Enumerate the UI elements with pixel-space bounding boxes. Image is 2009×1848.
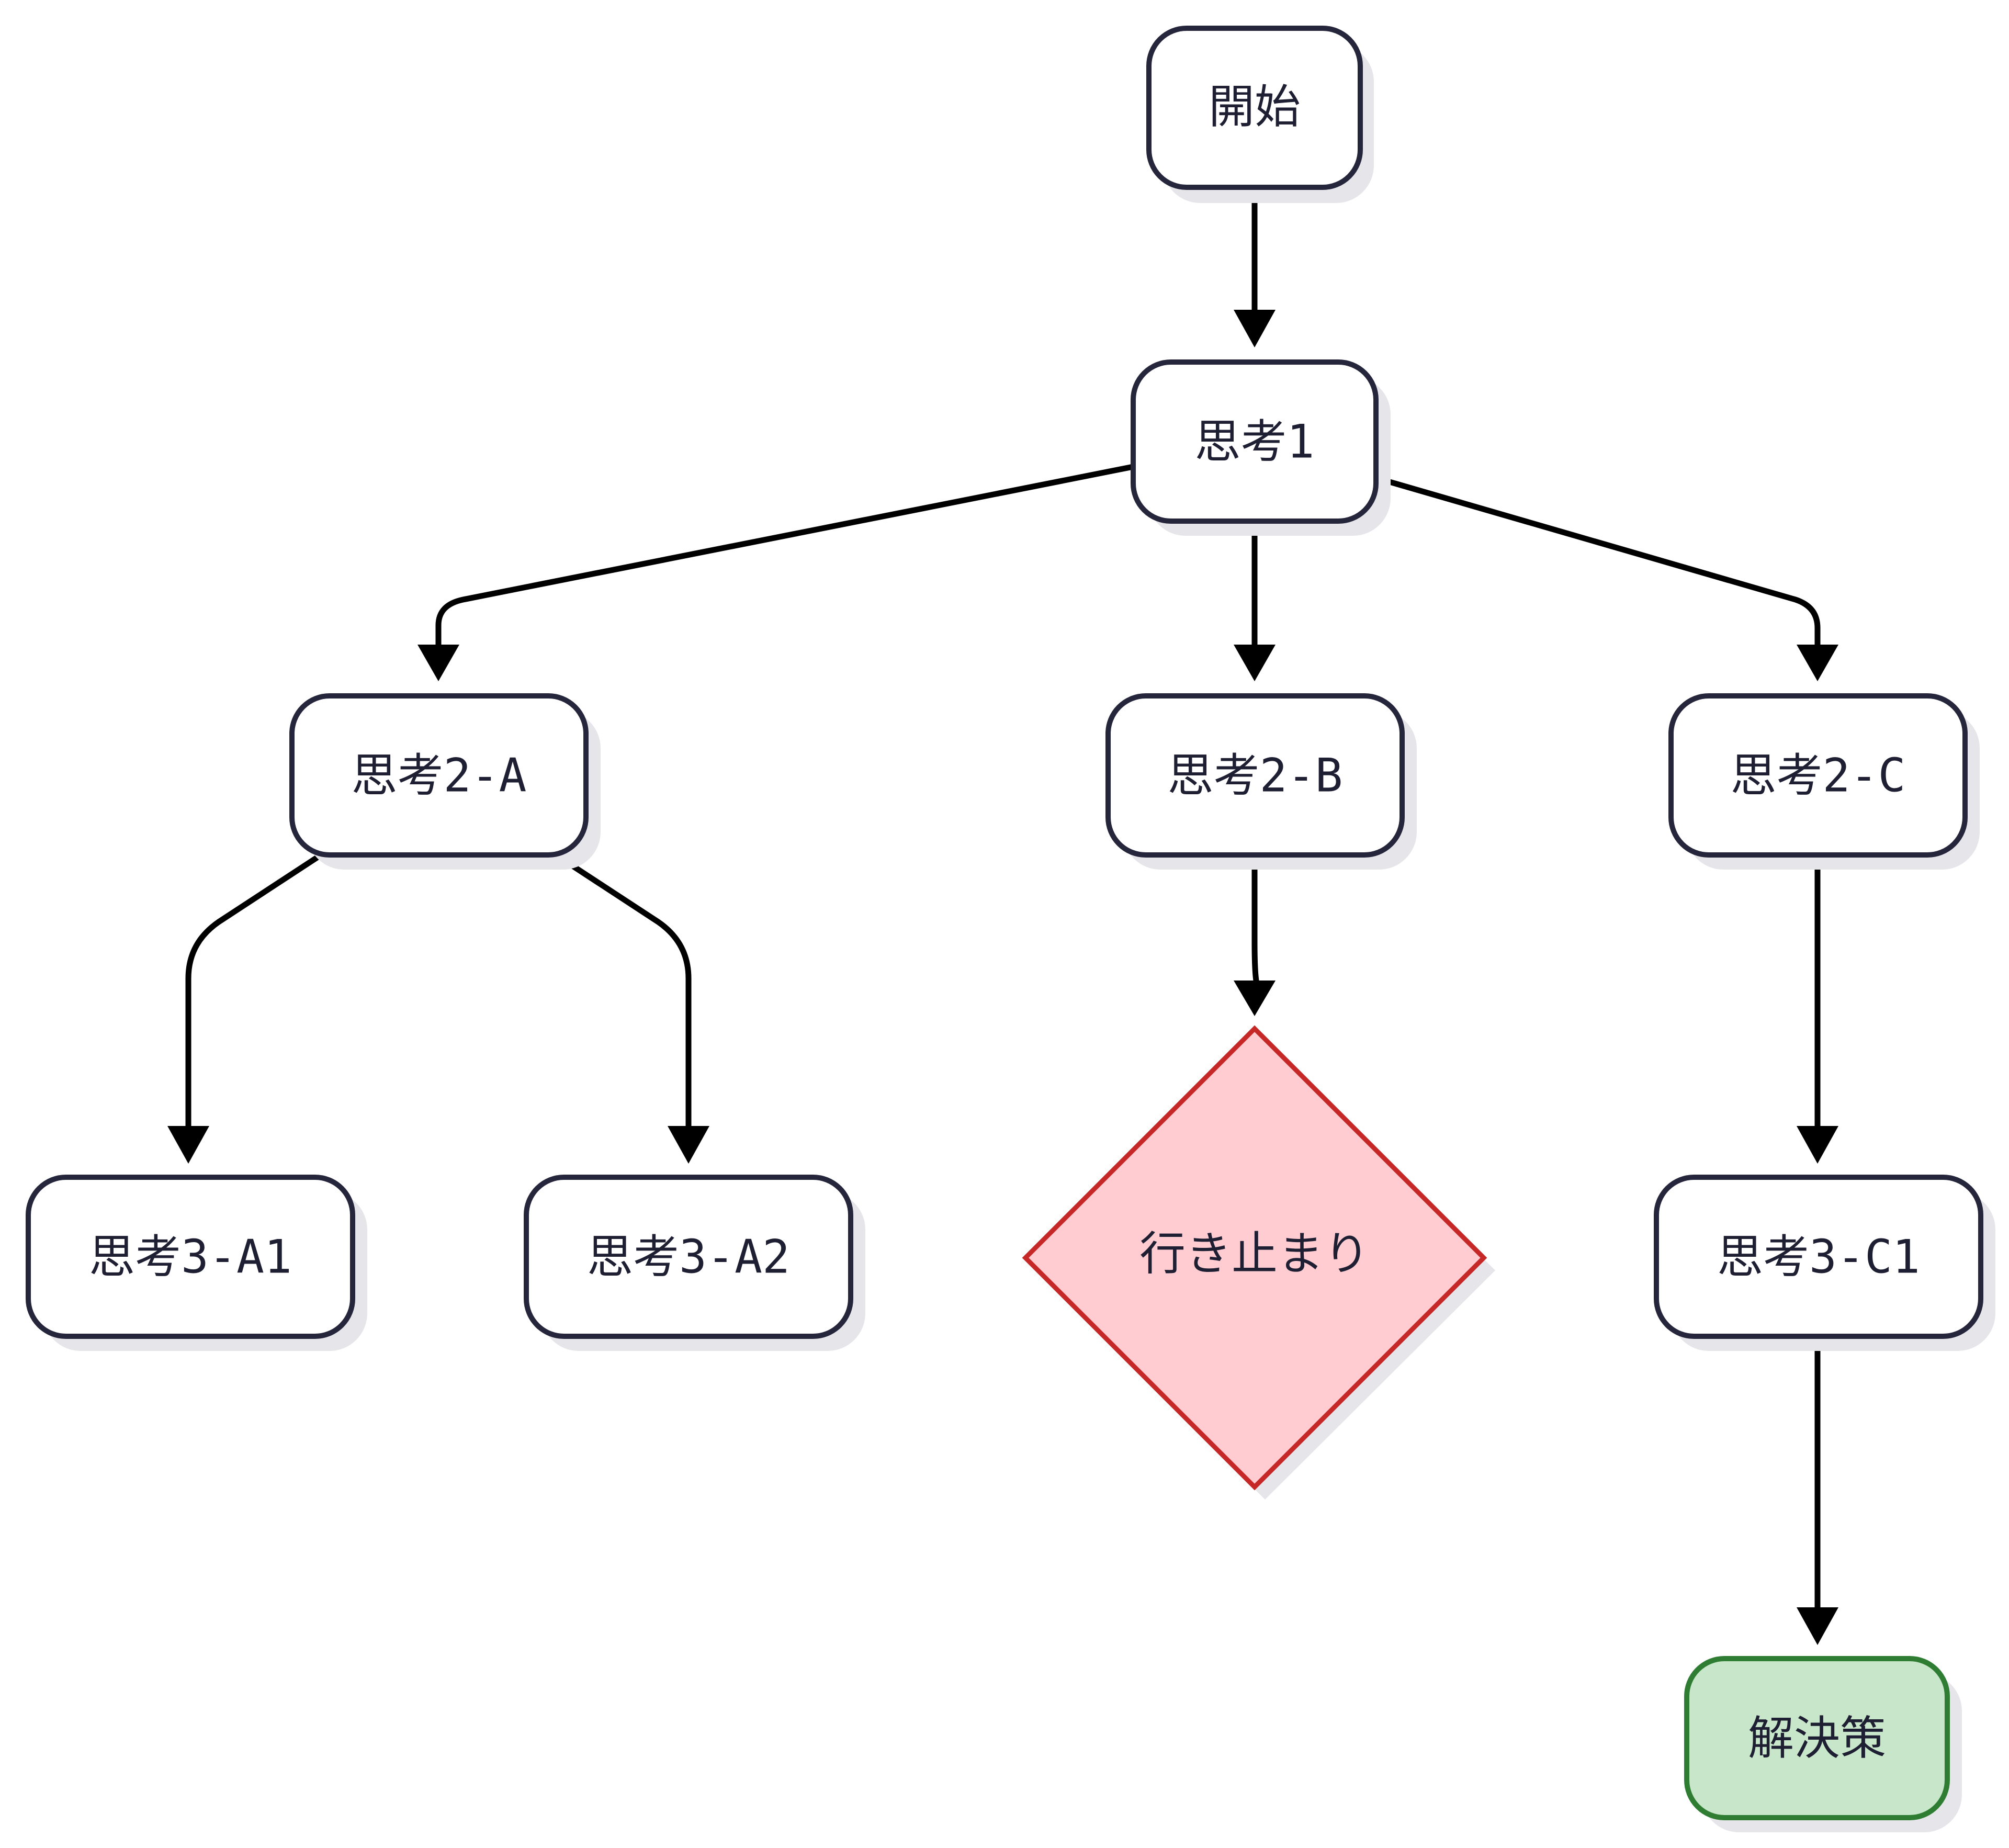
- edge-thought-2a-to-thought-3a1: [185, 852, 323, 1133]
- edge-thought-2a-to-thought-3a2: [554, 852, 692, 1133]
- nodes: 開始 思考1 思考2-A 思考2-B 思考2-C: [26, 26, 1995, 1832]
- node-thought-3a1[interactable]: 思考3-A1: [26, 1175, 367, 1351]
- node-start[interactable]: 開始: [1146, 26, 1374, 203]
- arrowhead-thought-3a1: [167, 1126, 209, 1164]
- node-solution-label: 解決策: [1748, 1711, 1886, 1765]
- node-thought-1[interactable]: 思考1: [1131, 359, 1391, 536]
- node-thought-1-box: [1131, 359, 1379, 524]
- node-dead-end[interactable]: 行き止まり: [1022, 1025, 1495, 1500]
- node-thought-3a2-box: [524, 1175, 853, 1339]
- arrowhead-thought-3c1: [1797, 1126, 1838, 1164]
- node-solution-box: [1684, 1656, 1950, 1820]
- node-thought-3a2-label: 思考3-A2: [587, 1230, 790, 1284]
- arrowhead-thought-1: [1234, 310, 1276, 347]
- node-dead-end-label: 行き止まり: [1139, 1227, 1370, 1281]
- node-dead-end-diamond: [1022, 1025, 1487, 1491]
- edge-thought-1-to-thought-2a: [435, 464, 1136, 652]
- node-thought-2b[interactable]: 思考2-B: [1105, 693, 1417, 870]
- node-start-box: [1146, 26, 1363, 190]
- arrowhead-thought-3a2: [668, 1126, 709, 1164]
- node-thought-3a1-label: 思考3-A1: [89, 1230, 292, 1284]
- node-thought-3c1[interactable]: 思考3-C1: [1654, 1175, 1995, 1351]
- node-thought-3a2[interactable]: 思考3-A2: [524, 1175, 865, 1351]
- arrowhead-solution: [1797, 1607, 1838, 1645]
- node-thought-2c[interactable]: 思考2-C: [1668, 693, 1980, 870]
- node-thought-3c1-box: [1654, 1175, 1983, 1339]
- node-thought-2c-label: 思考2-C: [1731, 749, 1906, 803]
- edge-thought-1-to-thought-2c: [1374, 475, 1821, 652]
- node-thought-2c-box: [1668, 693, 1968, 858]
- node-start-label: 開始: [1209, 80, 1301, 134]
- node-solution[interactable]: 解決策: [1684, 1656, 1962, 1832]
- node-thought-3c1-label: 思考3-C1: [1717, 1230, 1920, 1284]
- edges: [167, 187, 1838, 1645]
- node-thought-2a-label: 思考2-A: [352, 749, 527, 803]
- node-thought-2b-box: [1105, 693, 1405, 858]
- node-thought-3a1-box: [26, 1175, 355, 1339]
- node-thought-1-label: 思考1: [1195, 415, 1315, 469]
- edge-thought-2b-to-dead-end: [1251, 855, 1260, 987]
- arrowhead-thought-2c: [1797, 645, 1838, 681]
- node-thought-2a[interactable]: 思考2-A: [289, 693, 601, 870]
- node-thought-2a-box: [289, 693, 589, 858]
- node-thought-2b-label: 思考2-B: [1168, 749, 1343, 803]
- arrowhead-thought-2a: [417, 645, 459, 681]
- arrowhead-thought-2b: [1234, 645, 1276, 681]
- arrowhead-dead-end: [1234, 981, 1276, 1016]
